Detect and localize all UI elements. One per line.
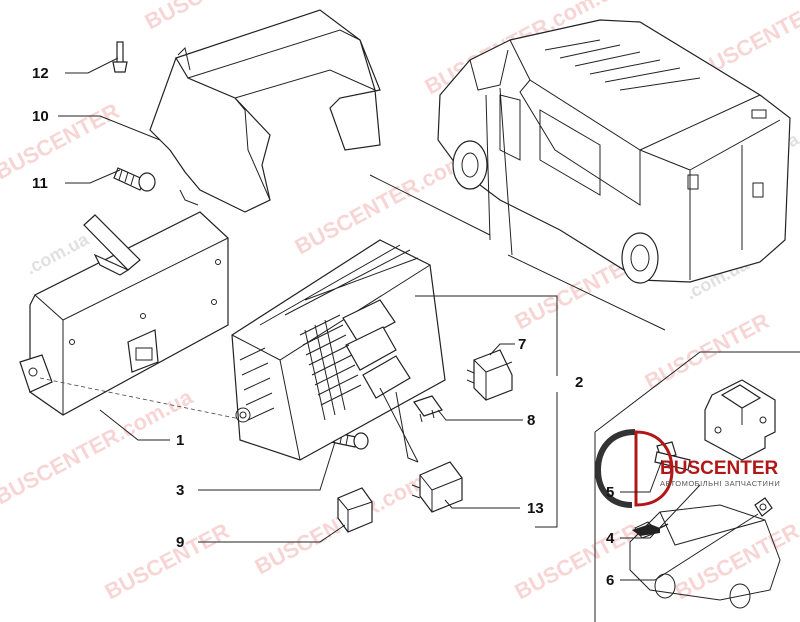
callout-9: 9 — [176, 534, 184, 551]
watermark-text: BUSCENTER — [0, 98, 123, 184]
callout-13: 13 — [527, 500, 544, 517]
watermark-text: BUSCENTER — [101, 518, 234, 604]
callout-5: 5 — [606, 484, 614, 501]
leader-lines — [58, 57, 759, 581]
bracket-part-10 — [149, 9, 381, 213]
oil-can-icon — [632, 523, 669, 536]
rivet-part-12 — [112, 41, 128, 73]
callout-8: 8 — [527, 412, 535, 429]
logo-name: BUSCENTER — [660, 458, 779, 479]
callout-6: 6 — [606, 572, 614, 589]
relay-part-9 — [337, 487, 373, 533]
callout-11: 11 — [32, 175, 48, 192]
callout-4: 4 — [606, 530, 615, 547]
relay-part-7 — [466, 349, 513, 401]
van-leader-lines — [369, 87, 666, 331]
fuse-box-part-2 — [231, 239, 446, 461]
watermark-text: BUSCENTER.com.ua — [0, 384, 197, 510]
callout-7: 7 — [518, 336, 526, 353]
callout-12: 12 — [32, 65, 49, 82]
blade-fuse-part-8 — [413, 395, 443, 423]
callout-1: 1 — [176, 432, 184, 449]
inset-detail — [594, 351, 800, 622]
callout-10: 10 — [32, 108, 49, 125]
van-illustration — [437, 19, 791, 284]
callout-3: 3 — [176, 482, 184, 499]
body-computer-part-1 — [19, 211, 229, 416]
callout-labels: 12 10 11 1 3 9 7 2 8 13 5 4 6 — [32, 65, 615, 589]
logo-tagline: АВТОМОБІЛЬНІ ЗАПЧАСТИНИ — [660, 479, 780, 488]
watermark-text: BUSCENTER — [511, 518, 644, 604]
watermark-text: BUSCENTER — [671, 518, 800, 604]
relay-part-13 — [411, 461, 463, 513]
buscenter-logo: BUSCENTER АВТОМОБІЛЬНІ ЗАПЧАСТИНИ — [594, 429, 780, 508]
bolt-part-11 — [113, 167, 156, 192]
callout-2: 2 — [575, 374, 583, 391]
